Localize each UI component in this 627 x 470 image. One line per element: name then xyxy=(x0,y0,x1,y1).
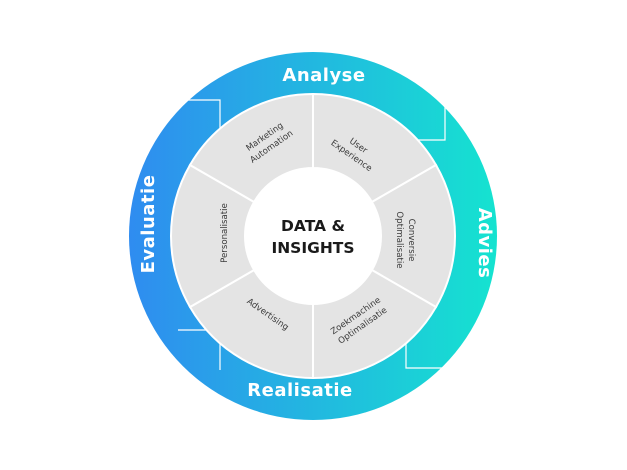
ring-connector-line xyxy=(178,99,221,136)
segment-label-line: Conversie xyxy=(406,219,416,262)
phase-label-realisatie: Realisatie xyxy=(247,380,352,401)
phase-label-evaluatie: Evaluatie xyxy=(138,175,159,274)
center-title-line-2: INSIGHTS xyxy=(271,239,354,257)
center-title-line-1: DATA & xyxy=(281,217,345,235)
phase-label-analyse: Analyse xyxy=(282,65,365,86)
segment-label-line: Personalisatie xyxy=(220,203,230,263)
phase-label-advies: Advies xyxy=(474,208,495,279)
segment-ring xyxy=(170,92,456,380)
segment-label-line: Optimalisatie xyxy=(394,211,404,268)
center-circle xyxy=(245,168,381,304)
segment-label-personalisatie: Personalisatie xyxy=(220,203,230,263)
segment-label-conversie-optimalisatie: Conversie Optimalisatie xyxy=(394,211,416,268)
